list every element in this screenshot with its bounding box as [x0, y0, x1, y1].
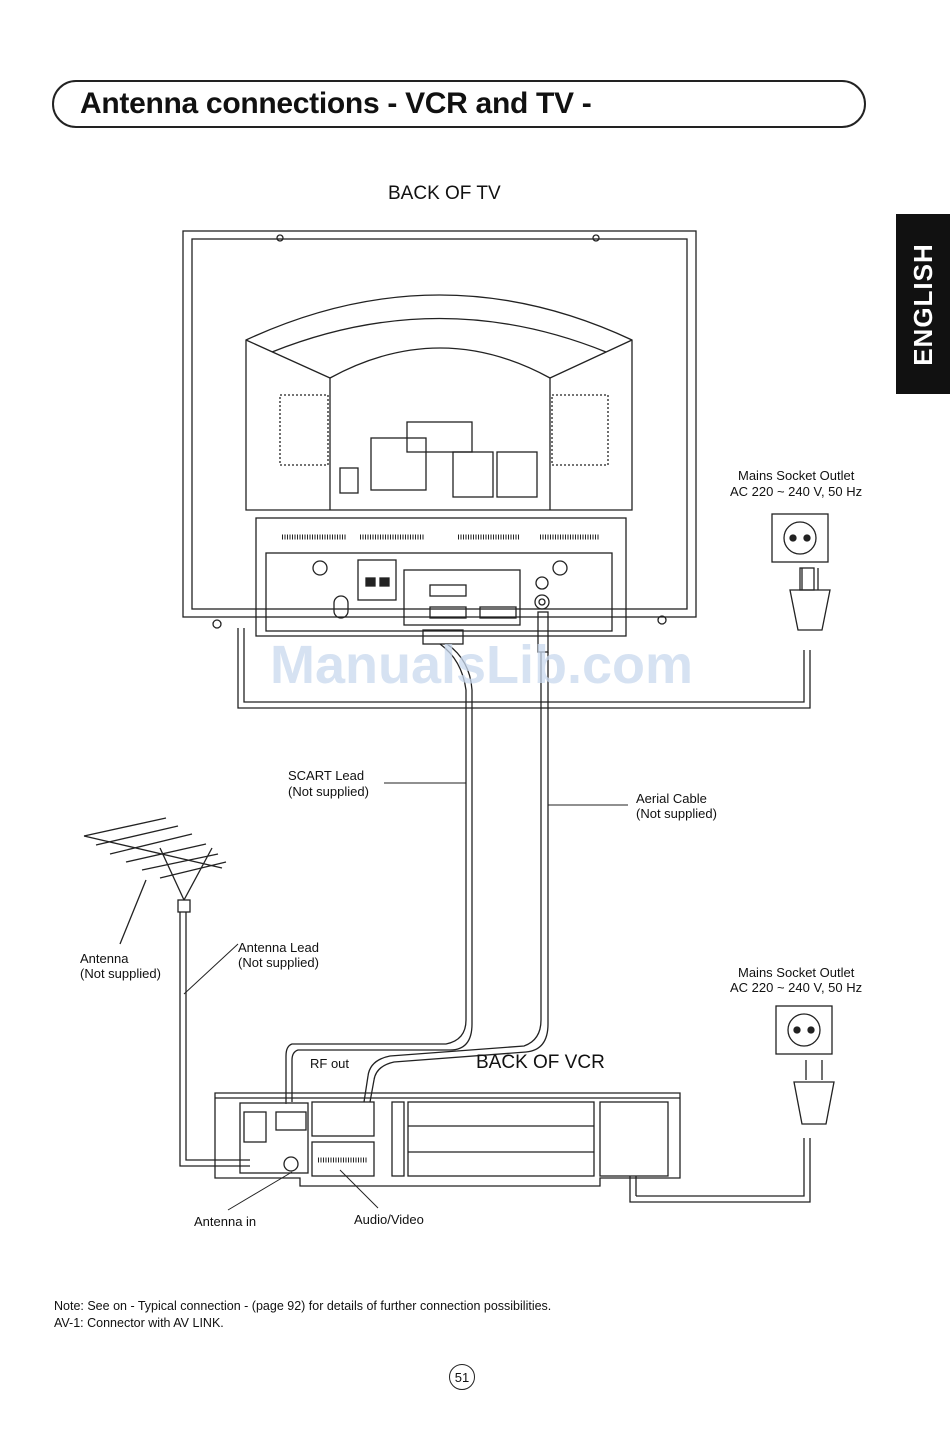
page-number: 51 [449, 1364, 475, 1390]
note-line1: Note: See on - Typical connection - (pag… [54, 1299, 552, 1313]
aerial-label-line2: (Not supplied) [636, 806, 717, 821]
tv-mains-cable [237, 628, 811, 709]
tv-back [182, 230, 697, 637]
watermark: ManualsLib.com [270, 635, 694, 695]
mains-socket-vcr [775, 1005, 835, 1125]
back-of-tv-label: BACK OF TV [388, 183, 501, 204]
vcr-back [214, 1092, 681, 1196]
mains-bottom-line1: Mains Socket Outlet [738, 965, 855, 980]
scart-label-line1: SCART Lead [288, 768, 365, 783]
antenna-lead-label-line1: Antenna Lead [238, 940, 319, 955]
language-tab [896, 214, 950, 394]
aerial-label-line1: Aerial Cable [636, 791, 707, 806]
title-frame [52, 80, 866, 128]
antenna [83, 817, 250, 1167]
antenna-lead-label-line2: (Not supplied) [238, 955, 319, 970]
page-title: Antenna connections - VCR and TV - [80, 87, 592, 120]
audio-video-label: Audio/Video [354, 1212, 424, 1227]
antenna-label-line2: (Not supplied) [80, 966, 161, 981]
leader-lines [183, 782, 628, 1211]
rf-out-label: RF out [310, 1056, 350, 1071]
vcr-mains-cable [629, 1138, 811, 1203]
mains-top-line2: AC 220 ~ 240 V, 50 Hz [730, 484, 863, 499]
note-line2: AV-1: Connector with AV LINK. [54, 1316, 224, 1330]
aerial-cable [363, 611, 549, 1103]
mains-bottom-line2: AC 220 ~ 240 V, 50 Hz [730, 980, 863, 995]
back-of-vcr-label: BACK OF VCR [476, 1052, 605, 1073]
antenna-label-line1: Antenna [80, 951, 129, 966]
scart-lead [285, 629, 473, 1102]
mains-top-line1: Mains Socket Outlet [738, 468, 855, 483]
mains-socket-tv [771, 513, 831, 631]
scart-label-line2: (Not supplied) [288, 784, 369, 799]
antenna-in-label: Antenna in [194, 1214, 257, 1229]
